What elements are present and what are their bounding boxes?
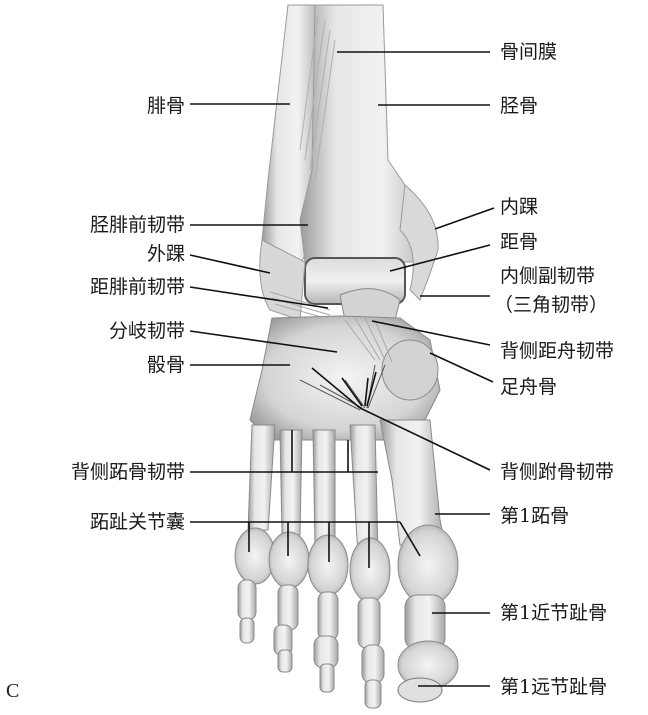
- label-dorsal-talonavicular-ligament: 背侧距舟韧带: [500, 340, 615, 362]
- leader-dorsal-tarsal: [359, 407, 491, 471]
- talus-bone: [304, 257, 406, 321]
- label-dorsal-metatarsal-ligaments: 背侧跖骨韧带: [70, 461, 185, 483]
- mtp-joint-capsules: [234, 524, 459, 606]
- leader-ant-talofibular: [189, 286, 329, 309]
- leader-navicular: [429, 352, 494, 383]
- label-bifurcate-ligament: 分岐韧带: [108, 320, 185, 342]
- leader-lateral-malleolus: [189, 254, 271, 274]
- label-medial-malleolus: 内踝: [500, 196, 539, 218]
- label-navicular: 足舟骨: [500, 376, 558, 398]
- label-fibula: 腓骨: [146, 95, 185, 117]
- label-anterior-talofibular-ligament: 距腓前韧带: [89, 276, 185, 298]
- label-lateral-malleolus: 外踝: [146, 243, 185, 265]
- label-medial-collateral-ligament: 内侧副韧带: [500, 265, 596, 287]
- leader-lines: [189, 51, 495, 687]
- leader-dorsal-talonavicular: [371, 320, 491, 346]
- leader-talus: [389, 244, 491, 272]
- label-anterior-tibiofibular-ligament: 胫腓前韧带: [89, 214, 185, 236]
- label-dorsal-tarsal-ligaments: 背侧跗骨韧带: [500, 461, 615, 483]
- panel-letter: C: [6, 680, 20, 702]
- label-deltoid-ligament: （三角韧带）: [494, 294, 609, 316]
- label-tibia: 胫骨: [500, 95, 539, 117]
- leader-bifurcate: [189, 330, 338, 353]
- label-talus: 距骨: [500, 231, 539, 253]
- label-cuboid: 骰骨: [146, 354, 185, 376]
- label-first-distal-phalanx: 第1远节趾骨: [500, 676, 608, 698]
- tibia-bone: [299, 4, 439, 301]
- phalanges: [237, 579, 459, 709]
- leader-medial-malleolus: [434, 207, 495, 230]
- label-first-metatarsal: 第1跖骨: [500, 505, 570, 527]
- label-interosseous-membrane: 骨间膜: [500, 41, 558, 63]
- label-first-proximal-phalanx: 第1近节趾骨: [500, 602, 608, 624]
- label-mtp-joint-capsule: 跖趾关节囊: [89, 511, 185, 533]
